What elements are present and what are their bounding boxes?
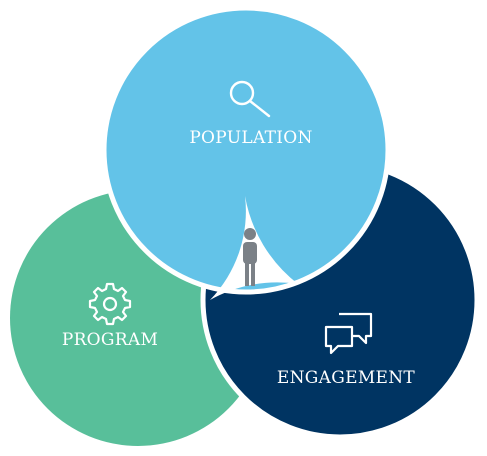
engagement-label: ENGAGEMENT	[277, 368, 416, 388]
program-label: PROGRAM	[62, 330, 158, 350]
magnifying-glass-icon	[229, 80, 271, 118]
gear-icon	[88, 282, 132, 326]
speech-bubbles-icon	[324, 312, 373, 355]
person-icon	[243, 228, 257, 286]
population-circle	[101, 5, 391, 295]
population-label: POPULATION	[189, 128, 312, 148]
